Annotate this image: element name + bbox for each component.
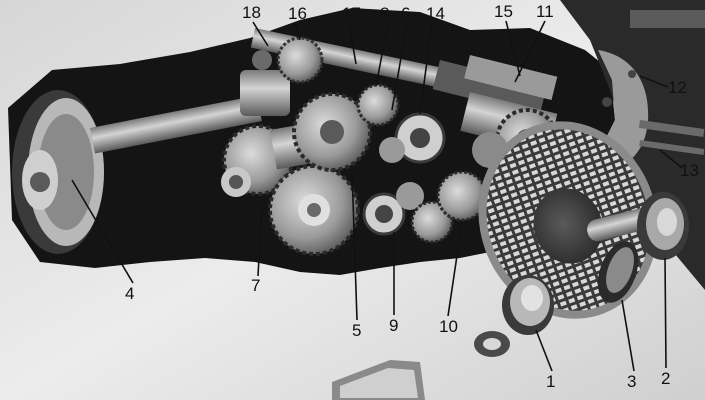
callout-label-17: 17 — [342, 4, 361, 23]
lever-3 — [597, 241, 639, 303]
pulley-4 — [12, 90, 104, 254]
callout-label-5: 5 — [352, 321, 362, 340]
callout-label-12: 12 — [668, 78, 687, 97]
callout-label-6: 6 — [401, 4, 411, 23]
callout-label-18: 18 — [242, 3, 261, 22]
callout-label-2: 2 — [661, 369, 671, 388]
callout-label-11: 11 — [536, 2, 554, 21]
knob-2 — [637, 192, 689, 260]
callout-label-3: 3 — [627, 372, 637, 391]
callout-label-9: 9 — [389, 316, 399, 335]
callout-label-15: 15 — [494, 2, 513, 21]
callout-label-10: 10 — [439, 317, 458, 336]
callout-label-4: 4 — [125, 284, 135, 303]
callout-label-14: 14 — [426, 4, 445, 23]
main-shaft — [90, 95, 262, 154]
callout-label-7: 7 — [251, 276, 261, 295]
bearing-9 — [362, 192, 406, 236]
callout-label-8: 8 — [380, 4, 390, 23]
callout-label-16: 16 — [288, 4, 307, 23]
knob-1 — [502, 275, 554, 335]
callout-label-13: 13 — [680, 161, 699, 180]
callout-label-1: 1 — [546, 372, 556, 391]
